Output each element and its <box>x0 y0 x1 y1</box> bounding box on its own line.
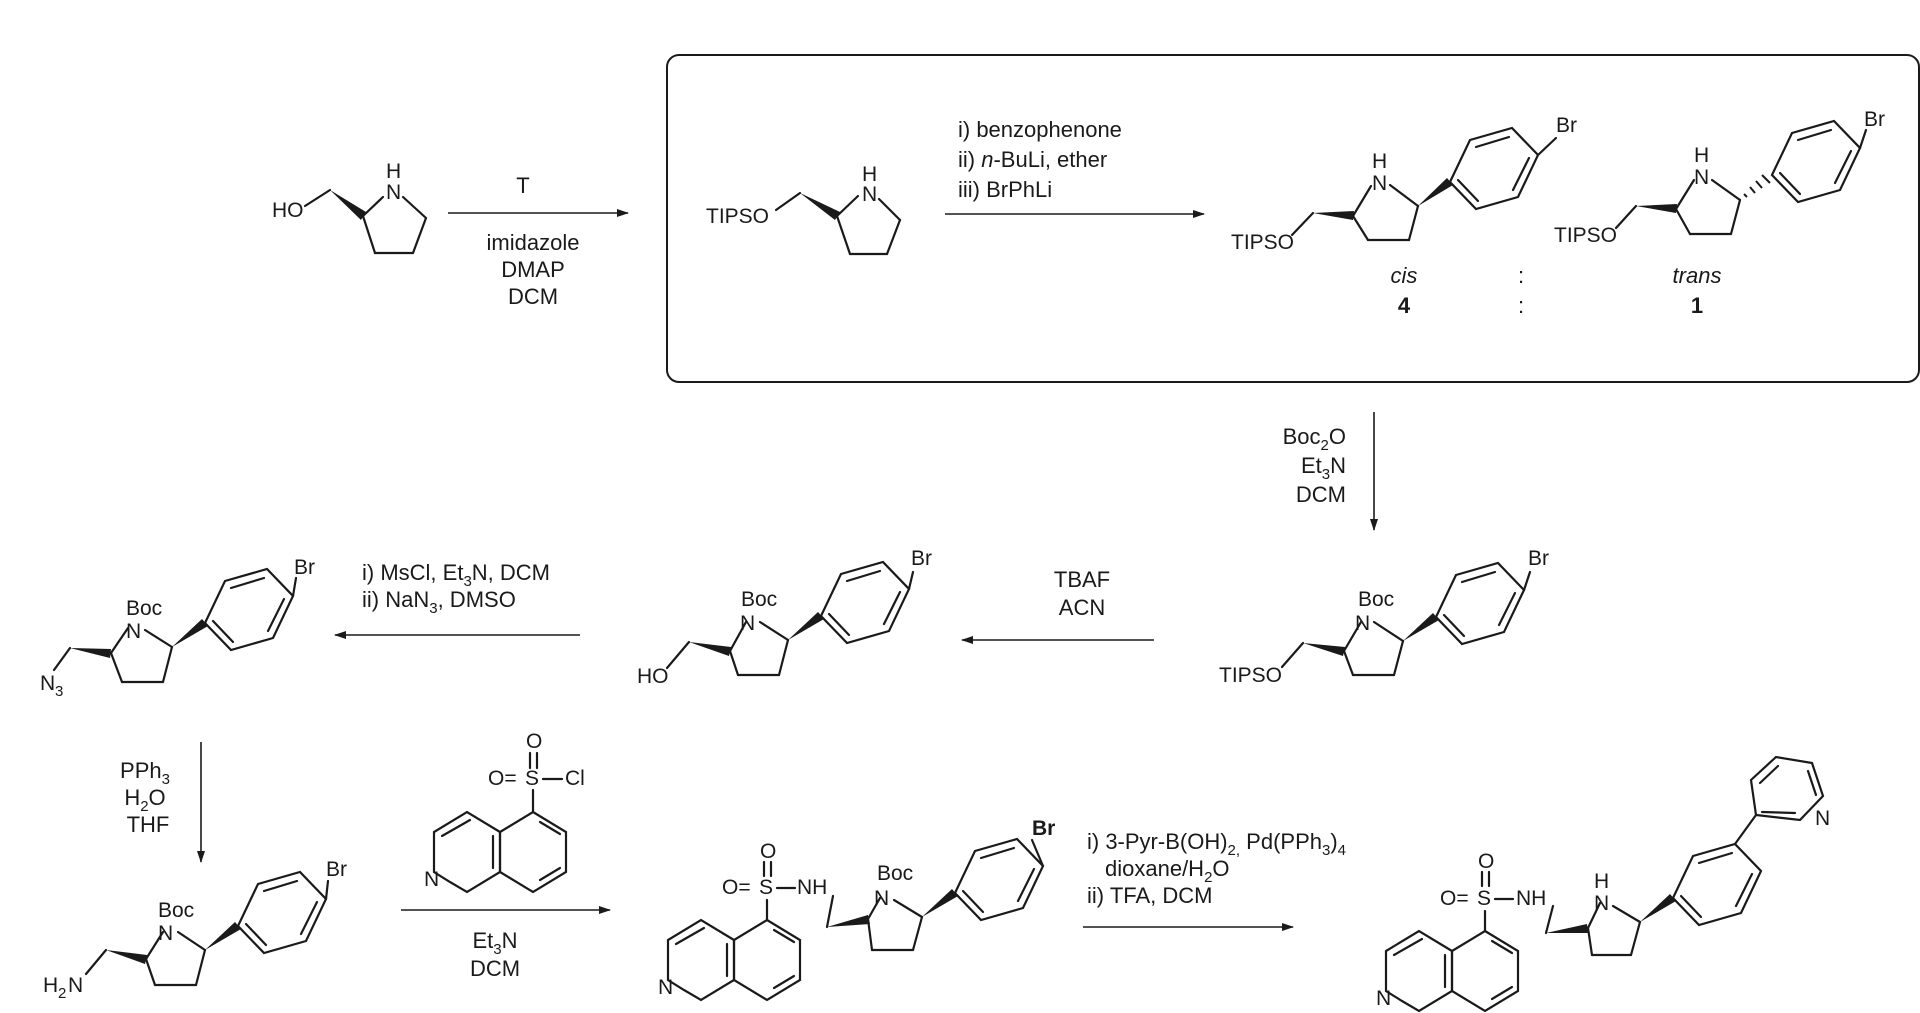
compound-boc-amine: H 2 N Boc N Br <box>43 858 347 1002</box>
reagent-dmap: DMAP <box>501 257 565 282</box>
svg-text:Boc: Boc <box>158 899 194 922</box>
isomer-box <box>666 54 1920 383</box>
svg-text:N: N <box>126 620 141 643</box>
svg-text:O=: O= <box>1440 887 1469 910</box>
svg-text:TIPSO: TIPSO <box>1554 224 1617 247</box>
svg-text:N: N <box>1376 987 1391 1010</box>
svg-text:S: S <box>525 767 539 790</box>
reagent-h2o: H2O <box>124 785 165 815</box>
svg-text:Boc: Boc <box>1358 588 1394 611</box>
svg-text:Boc: Boc <box>741 588 777 611</box>
svg-text:Br: Br <box>1528 547 1549 570</box>
compound-final-product: O O= S NH H N N N <box>1376 755 1830 1013</box>
svg-text:N: N <box>874 887 889 910</box>
ratio-separator-2: : <box>1518 293 1524 318</box>
solvent-acn: ACN <box>1059 595 1105 620</box>
atom-h: H <box>386 160 401 183</box>
reagent-tips-cl: T <box>516 173 529 198</box>
svg-text:TIPSO: TIPSO <box>1231 231 1294 254</box>
solvent-thf: THF <box>127 812 170 837</box>
svg-text:O: O <box>760 840 776 863</box>
svg-text:NH: NH <box>797 876 827 899</box>
compound-boc-alcohol: HO Boc N Br <box>637 547 932 688</box>
svg-text:Br: Br <box>1864 108 1885 131</box>
compound-cis-4: TIPSO H N Br <box>1231 114 1577 254</box>
reagent-boc2o: Boc2O <box>1283 424 1346 454</box>
svg-text:Cl: Cl <box>565 767 585 790</box>
atom-h: H <box>862 163 877 186</box>
svg-text:O: O <box>526 730 542 753</box>
svg-text:H: H <box>43 974 58 997</box>
reagent-et3n: Et3N <box>1301 453 1346 483</box>
svg-text:N: N <box>424 868 439 891</box>
svg-text:Br: Br <box>1556 114 1577 137</box>
svg-text:N: N <box>1372 172 1387 195</box>
compound-boc-sulfonamide: O O= S NH Boc N Br N <box>658 817 1055 1002</box>
svg-text:O=: O= <box>488 767 517 790</box>
svg-text:N: N <box>68 974 83 997</box>
solvent-dcm: DCM <box>1296 482 1346 507</box>
compound-boc-tips: TIPSO Boc N Br <box>1219 547 1549 687</box>
label-compound-1: 1 <box>1691 293 1703 318</box>
svg-text:Boc: Boc <box>126 597 162 620</box>
atom-n: N <box>386 181 401 204</box>
svg-text:Br: Br <box>1032 817 1055 840</box>
svg-text:Br: Br <box>326 858 347 881</box>
reagent-3-pyr-boronic-acid: i) 3-Pyr-B(OH)2, Pd(PPh3)4 <box>1087 829 1346 859</box>
svg-text:O: O <box>1478 850 1494 873</box>
svg-text:S: S <box>1477 887 1491 910</box>
svg-text:H: H <box>1372 150 1387 173</box>
compound-boc-azide: N 3 Boc N Br <box>40 556 315 700</box>
svg-text:Br: Br <box>294 556 315 579</box>
wedge-bond <box>330 190 366 220</box>
svg-text:2: 2 <box>58 985 66 1002</box>
svg-text:HO: HO <box>637 665 669 688</box>
reagent-benzophenone: i) benzophenone <box>958 117 1122 142</box>
svg-text:Br: Br <box>911 547 932 570</box>
reagent-tfa: ii) TFA, DCM <box>1087 883 1212 908</box>
svg-text:H: H <box>1594 870 1609 893</box>
reagent-brphli: iii) BrPhLi <box>958 177 1052 202</box>
compound-trans-1: TIPSO H N Br <box>1554 108 1885 247</box>
svg-text:O=: O= <box>722 876 751 899</box>
solvent-dcm: DCM <box>470 956 520 981</box>
reagent-imidazole: imidazole <box>487 230 580 255</box>
compound-tips-prolinol: TIPSO H N <box>706 163 902 256</box>
svg-text:N: N <box>1815 807 1830 830</box>
solvent-dioxane-water: dioxane/H2O <box>1105 856 1230 886</box>
reagent-nbuli: ii) n-BuLi, ether <box>958 147 1107 172</box>
reagent-mscl: i) MsCl, Et3N, DCM <box>362 560 550 590</box>
svg-text:H: H <box>1694 144 1709 167</box>
svg-text:3: 3 <box>55 683 63 700</box>
svg-text:S: S <box>759 876 773 899</box>
svg-text:N: N <box>658 976 673 999</box>
svg-text:Boc: Boc <box>877 862 913 885</box>
ratio-separator: : <box>1518 263 1524 288</box>
compound-prolinol: HO H N <box>272 160 428 255</box>
atom-ho: HO <box>272 199 304 222</box>
svg-text:N: N <box>158 922 173 945</box>
reagent-pph3: PPh3 <box>120 758 170 788</box>
svg-text:NH: NH <box>1516 887 1546 910</box>
reagent-et3n: Et3N <box>472 928 517 958</box>
svg-text:N: N <box>1594 892 1609 915</box>
reagent-tbaf: TBAF <box>1054 567 1110 592</box>
svg-text:TIPSO: TIPSO <box>1219 664 1282 687</box>
svg-text:N: N <box>1694 166 1709 189</box>
label-cis: cis <box>1391 263 1418 288</box>
atom-n: N <box>862 183 877 206</box>
atom-tipso: TIPSO <box>706 205 769 228</box>
reagent-nan3: ii) NaN3, DMSO <box>362 587 516 617</box>
label-compound-4: 4 <box>1398 293 1411 318</box>
svg-text:N: N <box>1355 612 1370 635</box>
solvent-dcm: DCM <box>508 284 558 309</box>
reagent-isoquinoline-sulfonyl-chloride: O O= S Cl N <box>424 730 585 894</box>
label-trans: trans <box>1673 263 1722 288</box>
svg-text:N: N <box>740 612 755 635</box>
svg-text:N: N <box>40 672 55 695</box>
